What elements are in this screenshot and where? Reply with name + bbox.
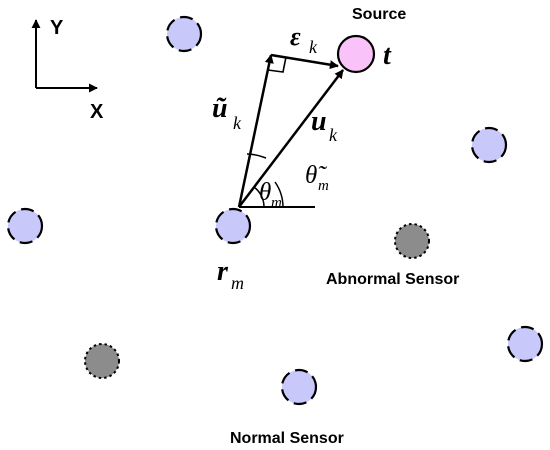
source-circle xyxy=(336,34,376,74)
u-vector xyxy=(238,69,344,208)
epsilon-subscript: k xyxy=(309,37,318,57)
u-label: u k xyxy=(311,106,338,145)
source-label: Source xyxy=(352,6,406,23)
u-subscript: k xyxy=(329,125,338,145)
angle-between-vectors-arc xyxy=(246,153,267,159)
theta-tilde-angle-arc xyxy=(274,181,284,208)
rm-label: r m xyxy=(217,256,244,293)
coordinate-axes: Y X xyxy=(31,17,104,123)
normal-sensor xyxy=(506,325,544,363)
x-axis-label: X xyxy=(90,101,104,123)
abnormal-sensor-label: Abnormal Sensor xyxy=(326,271,459,288)
theta-tilde-subscript: m xyxy=(318,178,329,194)
theta-tilde-label: θ̃ m xyxy=(305,162,329,194)
epsilon-label: ε k xyxy=(290,22,318,57)
normal-sensor xyxy=(470,126,508,164)
u-tilde-subscript: k xyxy=(233,113,242,133)
theta-symbol: θ xyxy=(259,179,271,206)
epsilon-vector xyxy=(270,53,339,70)
normal-sensor-label: Normal Sensor xyxy=(230,430,344,447)
vectors xyxy=(237,53,344,208)
u-symbol: u xyxy=(311,106,327,137)
y-axis-label: Y xyxy=(50,17,64,39)
epsilon-symbol: ε xyxy=(290,22,301,51)
u-tilde-vector xyxy=(237,54,274,208)
r-subscript: m xyxy=(231,273,244,293)
abnormal-sensor xyxy=(84,343,120,379)
normal-sensor xyxy=(6,207,44,245)
target-symbol: t xyxy=(383,40,392,71)
normal-sensor xyxy=(165,15,203,53)
u-tilde-symbol: ũ xyxy=(212,93,228,124)
u-tilde-label: ũ k xyxy=(212,93,242,133)
normal-sensors xyxy=(6,15,544,406)
abnormal-sensor xyxy=(394,223,430,259)
theta-subscript: m xyxy=(271,195,282,211)
theta-label: θ m xyxy=(259,179,282,211)
r-symbol: r xyxy=(217,256,229,287)
theta-angle-arc xyxy=(253,186,265,208)
abnormal-sensors xyxy=(84,223,430,379)
right-angle-marker xyxy=(267,56,287,73)
reference-sensor-rm xyxy=(214,207,252,245)
normal-sensor xyxy=(280,368,318,406)
